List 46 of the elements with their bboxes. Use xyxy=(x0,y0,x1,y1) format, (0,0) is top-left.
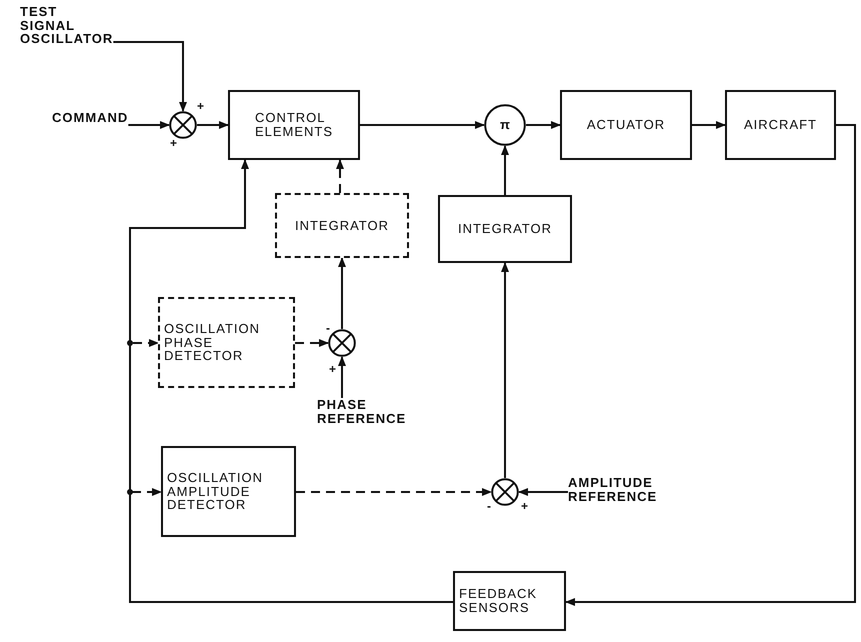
sign-label: + xyxy=(521,500,528,512)
signal-arrow xyxy=(501,262,509,478)
block xyxy=(438,195,572,263)
block-label: OSCILLATION AMPLITUDE DETECTOR xyxy=(167,471,264,512)
sign-label: - xyxy=(487,500,491,512)
summing-junction xyxy=(491,478,519,506)
signal-arrow xyxy=(360,121,485,129)
sign-label: + xyxy=(197,100,204,112)
block-label: AIRCRAFT xyxy=(744,118,817,132)
block xyxy=(161,446,296,537)
sign-label: - xyxy=(326,322,330,334)
signal-arrow xyxy=(113,41,187,112)
block-label: INTEGRATOR xyxy=(294,218,390,232)
signal-arrow xyxy=(501,145,509,195)
signal-arrow xyxy=(526,121,561,129)
summing-junction xyxy=(328,329,356,357)
signal-arrow xyxy=(197,121,229,129)
block xyxy=(560,90,692,160)
block xyxy=(228,90,360,160)
signal-arrow xyxy=(692,121,726,129)
signal-label: TEST SIGNAL OSCILLATOR xyxy=(20,5,114,46)
block xyxy=(725,90,836,160)
signal-label: COMMAND xyxy=(52,111,128,125)
signal-arrow xyxy=(295,339,329,347)
signal-label: PHASE REFERENCE xyxy=(317,398,406,426)
block-label: ACTUATOR xyxy=(586,118,666,132)
operator-symbol: π xyxy=(499,117,511,133)
signal-arrow xyxy=(296,488,492,496)
signal-arrow xyxy=(338,356,346,398)
signal-arrow xyxy=(518,488,568,496)
block-label: INTEGRATOR xyxy=(458,222,552,236)
sign-label: + xyxy=(170,137,178,149)
signal-arrow xyxy=(565,124,856,606)
multiplier-junction xyxy=(484,104,526,146)
block xyxy=(275,193,409,258)
signal-arrow xyxy=(128,121,170,129)
signal-arrow xyxy=(336,159,344,193)
signal-arrow xyxy=(338,257,346,329)
sign-label: + xyxy=(329,363,336,375)
block xyxy=(453,571,566,631)
summing-junction xyxy=(169,111,197,139)
block-label: CONTROL ELEMENTS xyxy=(254,111,334,139)
signal-label: AMPLITUDE REFERENCE xyxy=(568,476,658,504)
block xyxy=(158,297,295,388)
block-label: FEEDBACK SENSORS xyxy=(459,587,538,615)
block-label: OSCILLATION PHASE DETECTOR xyxy=(164,322,260,363)
